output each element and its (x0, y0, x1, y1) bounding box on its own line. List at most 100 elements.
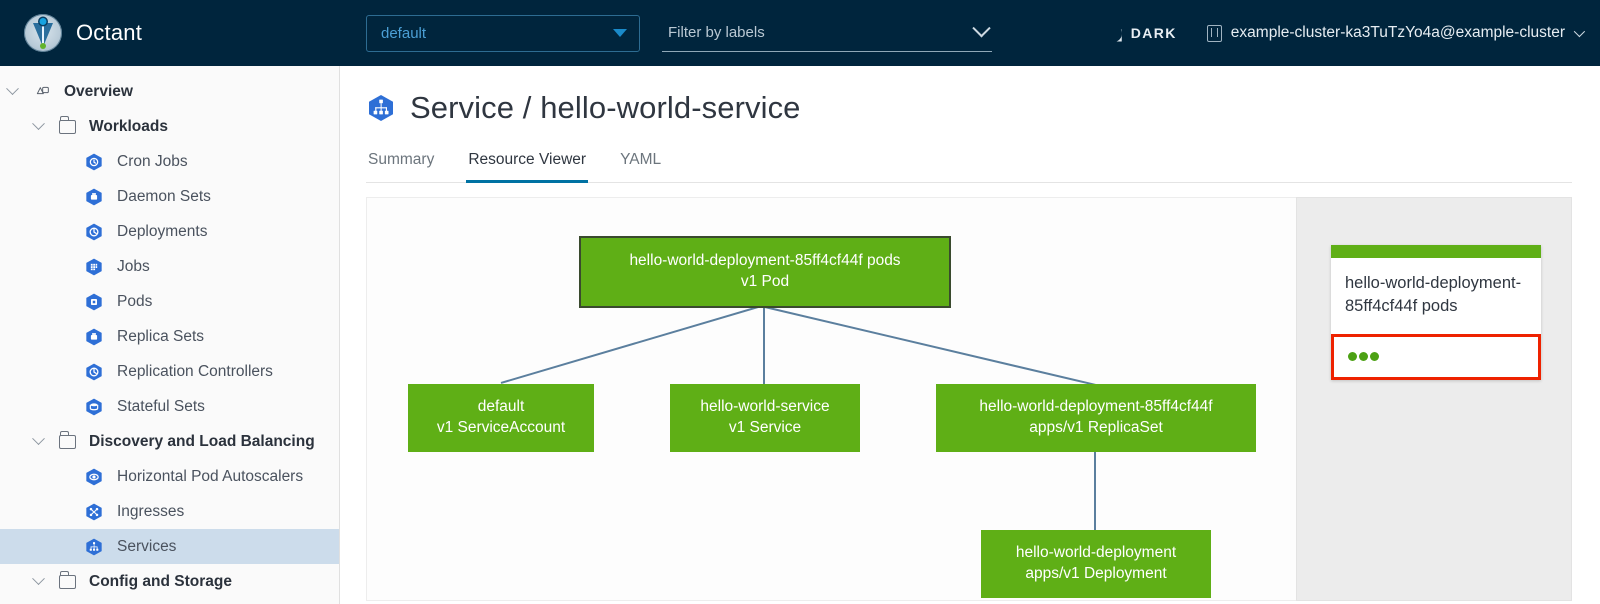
tab-resource-viewer[interactable]: Resource Viewer (466, 145, 589, 183)
sidebar-item-deployments[interactable]: Deployments (0, 214, 339, 249)
graph-node-kind: v1 Pod (740, 273, 790, 290)
resource-viewer: hello-world-deployment-85ff4cf44f pods v1… (366, 197, 1572, 601)
sidebar-item-overview[interactable]: Overview (0, 74, 339, 109)
sidebar-item-horizontal-pod-autoscalers[interactable]: Horizontal Pod Autoscalers (0, 459, 339, 494)
sidebar-item-label: Replica Sets (117, 327, 205, 345)
folder-icon (59, 116, 76, 134)
sidebar-item-label: Discovery and Load Balancing (89, 432, 315, 450)
sidebar-item-label: Deployments (117, 222, 208, 240)
k8s-service-icon (84, 537, 104, 557)
sidebar-item-daemon-sets[interactable]: Daemon Sets (0, 179, 339, 214)
graph-node-name: default (477, 398, 525, 416)
graph-node-sa[interactable]: default v1 ServiceAccount (408, 384, 594, 452)
k8s-replicaset-icon (84, 327, 104, 347)
moon-icon (1105, 25, 1122, 42)
graph-edge (763, 306, 765, 384)
graph-node-kind: apps/v1 ReplicaSet (1029, 419, 1163, 436)
brand[interactable]: Octant (24, 14, 340, 52)
graph-node-name: hello-world-deployment-85ff4cf44f pods (629, 252, 901, 270)
sidebar-item-cron-jobs[interactable]: Cron Jobs (0, 144, 339, 179)
folder-icon (59, 431, 76, 449)
page-title: Service / hello-world-service (366, 90, 1572, 126)
pod-status-dot[interactable] (1370, 352, 1379, 362)
chevron-down-icon (972, 19, 991, 38)
sidebar-item-label: Replication Controllers (117, 362, 273, 380)
resource-graph[interactable]: hello-world-deployment-85ff4cf44f pods v1… (366, 197, 1296, 601)
graph-node-rs[interactable]: hello-world-deployment-85ff4cf44f apps/v1… (936, 384, 1256, 452)
sidebar-item-services[interactable]: Services (0, 529, 339, 564)
k8s-cronjob-icon (84, 152, 104, 172)
graph-node-deploy[interactable]: hello-world-deployment apps/v1 Deployment (981, 530, 1211, 598)
graph-node-pod[interactable]: hello-world-deployment-85ff4cf44f pods v1… (579, 236, 951, 308)
graph-node-kind: v1 ServiceAccount (436, 419, 566, 436)
sidebar-item-config-and-storage[interactable]: Config and Storage (0, 564, 339, 599)
graph-edge (500, 304, 765, 384)
sidebar-item-label: Jobs (117, 257, 150, 275)
graph-node-kind: v1 Service (728, 419, 802, 436)
sidebar-item-label: Services (117, 537, 177, 555)
k8s-deployment-icon (84, 222, 104, 242)
sidebar-item-label: Stateful Sets (117, 397, 205, 415)
graph-edge (1094, 452, 1096, 530)
k8s-service-icon (366, 93, 396, 123)
sidebar-item-pods[interactable]: Pods (0, 284, 339, 319)
sidebar-item-workloads[interactable]: Workloads (0, 109, 339, 144)
k8s-statefulset-icon (84, 397, 104, 417)
brand-name: Octant (76, 20, 143, 45)
k8s-replicationcontroller-icon (84, 362, 104, 382)
sidebar-item-stateful-sets[interactable]: Stateful Sets (0, 389, 339, 424)
chevron-down-icon[interactable] (32, 117, 45, 131)
chevron-down-icon[interactable] (32, 572, 45, 586)
sidebar-item-ingresses[interactable]: Ingresses (0, 494, 339, 529)
cluster-icon (1206, 24, 1222, 42)
detail-side-panel: hello-world-deployment-85ff4cf44f pods (1296, 197, 1572, 601)
graph-node-kind: apps/v1 Deployment (1025, 565, 1167, 582)
label-filter-input[interactable]: Filter by labels (662, 15, 992, 52)
overview-icon (33, 84, 53, 100)
pod-status-dot[interactable] (1359, 352, 1368, 362)
detail-card[interactable]: hello-world-deployment-85ff4cf44f pods (1331, 245, 1541, 380)
tab-yaml[interactable]: YAML (620, 151, 662, 168)
sidebar-item-label: Ingresses (117, 502, 185, 520)
chevron-down-icon (1573, 25, 1586, 38)
folder-icon (59, 571, 76, 589)
chevron-down-icon[interactable] (32, 432, 45, 446)
k8s-job-icon (84, 257, 104, 277)
namespace-select[interactable]: default (366, 14, 640, 52)
page-title-text: Service / hello-world-service (410, 90, 801, 125)
tab-summary[interactable]: Summary (368, 151, 435, 168)
k8s-ingress-icon (84, 502, 104, 522)
octant-logo-icon (24, 14, 62, 52)
chevron-down-icon[interactable] (6, 82, 19, 96)
theme-toggle-label: DARK (1130, 25, 1177, 41)
k8s-hpa-icon (84, 467, 104, 487)
header-right: DARK example-cluster-ka3TuTzYo4a@example… (1105, 24, 1586, 42)
sidebar-item-discovery-and-load-balancing[interactable]: Discovery and Load Balancing (0, 424, 339, 459)
graph-node-name: hello-world-service (700, 398, 830, 416)
cluster-name: example-cluster-ka3TuTzYo4a@example-clus… (1230, 24, 1565, 41)
sidebar-item-label: Workloads (89, 117, 168, 135)
sidebar-item-replica-sets[interactable]: Replica Sets (0, 319, 339, 354)
sidebar-item-jobs[interactable]: Jobs (0, 249, 339, 284)
top-header: Octant default Filter by labels DARK exa… (0, 0, 1600, 66)
detail-card-pod-status[interactable] (1331, 333, 1541, 380)
pod-status-dot[interactable] (1348, 352, 1357, 362)
detail-card-title: hello-world-deployment-85ff4cf44f pods (1345, 274, 1522, 315)
sidebar-item-label: Daemon Sets (117, 187, 211, 205)
graph-edge (764, 306, 1096, 386)
graph-node-name: hello-world-deployment (1015, 544, 1177, 562)
sidebar-item-label: Config and Storage (89, 572, 232, 590)
graph-node-name: hello-world-deployment-85ff4cf44f (979, 398, 1213, 416)
main-content: Service / hello-world-service Summary Res… (340, 66, 1600, 604)
label-filter-placeholder: Filter by labels (668, 24, 765, 41)
sidebar-item-replication-controllers[interactable]: Replication Controllers (0, 354, 339, 389)
sidebar-item-label: Pods (117, 292, 153, 310)
cluster-selector[interactable]: example-cluster-ka3TuTzYo4a@example-clus… (1206, 24, 1586, 42)
sidebar-item-label: Cron Jobs (117, 152, 188, 170)
theme-toggle-button[interactable]: DARK (1105, 25, 1177, 42)
k8s-pod-icon (84, 292, 104, 312)
graph-node-svc[interactable]: hello-world-service v1 Service (670, 384, 860, 452)
